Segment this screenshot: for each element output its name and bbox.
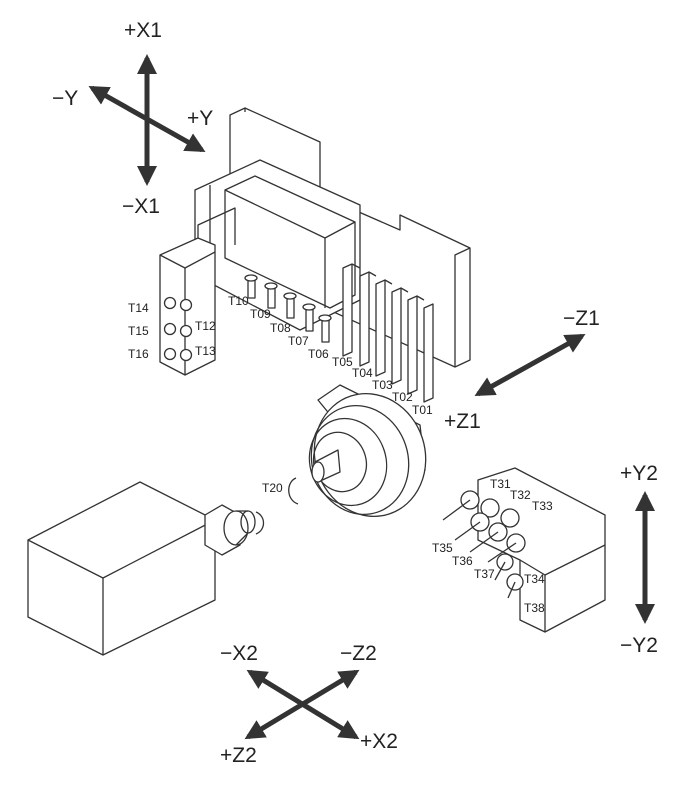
tool-label-t32: T32: [510, 488, 531, 502]
tool-label-t01: T01: [412, 403, 433, 417]
axis-label-y2-neg: −Y2: [620, 634, 658, 657]
tool-label-t35: T35: [432, 541, 453, 555]
axis-label-z2-pos: +Z2: [220, 744, 257, 767]
axis-label-y2-pos: +Y2: [620, 462, 658, 485]
tool-label-t13: T13: [195, 344, 216, 358]
tool-label-t04: T04: [352, 366, 373, 380]
axis-label-x2-pos: +X2: [360, 730, 398, 753]
x2-z2-axis-arrows: [244, 669, 360, 740]
axis-label-z1-neg: −Z1: [563, 307, 600, 330]
spindle-chuck: [308, 384, 427, 518]
axis-label-x2-neg: −X2: [220, 642, 258, 665]
tool-label-t20: T20: [262, 481, 283, 495]
tool-label-t36: T36: [452, 554, 473, 568]
upper-turret: [159, 107, 471, 403]
tool-label-t14: T14: [128, 301, 149, 315]
headstock-box: [27, 481, 265, 656]
tool-label-t10: T10: [228, 294, 249, 308]
tool-label-t08: T08: [270, 321, 291, 335]
tool-label-t16: T16: [128, 347, 149, 361]
y-axis-arrow: [88, 85, 206, 153]
tool-label-t38: T38: [524, 601, 545, 615]
z2-axis-arrow: [244, 669, 360, 740]
x1-y-axis-arrows: [88, 54, 206, 186]
tool-label-t05: T05: [332, 355, 353, 369]
lower-turret: [442, 467, 606, 633]
tool-label-t09: T09: [250, 307, 271, 321]
tool-label-t15: T15: [128, 324, 149, 338]
tool-label-t07: T07: [288, 334, 309, 348]
turning-tool-blades: [342, 263, 434, 403]
tool-label-t02: T02: [392, 390, 413, 404]
tool-label-t06: T06: [308, 347, 329, 361]
tool-label-t03: T03: [372, 378, 393, 392]
t20-rotation-arc: [288, 477, 299, 505]
axis-label-x1-pos: +X1: [124, 19, 162, 42]
z1-axis-arrow: [474, 333, 586, 397]
spindle-rotation-arc: [255, 511, 265, 535]
axis-label-z2-neg: −Z2: [340, 642, 377, 665]
tool-label-t31: T31: [490, 477, 511, 491]
axis-label-x1-neg: −X1: [122, 195, 160, 218]
tool-label-t37: T37: [474, 567, 495, 581]
axis-label-y-pos: +Y: [187, 107, 213, 130]
tool-label-t34: T34: [524, 572, 545, 586]
tool-label-t33: T33: [532, 499, 553, 513]
axis-label-y-neg: −Y: [52, 87, 78, 110]
drill-tools: [244, 274, 332, 343]
axis-label-z1-pos: +Z1: [444, 410, 481, 433]
tool-label-t12: T12: [195, 319, 216, 333]
lower-tool-holders: [442, 490, 526, 599]
